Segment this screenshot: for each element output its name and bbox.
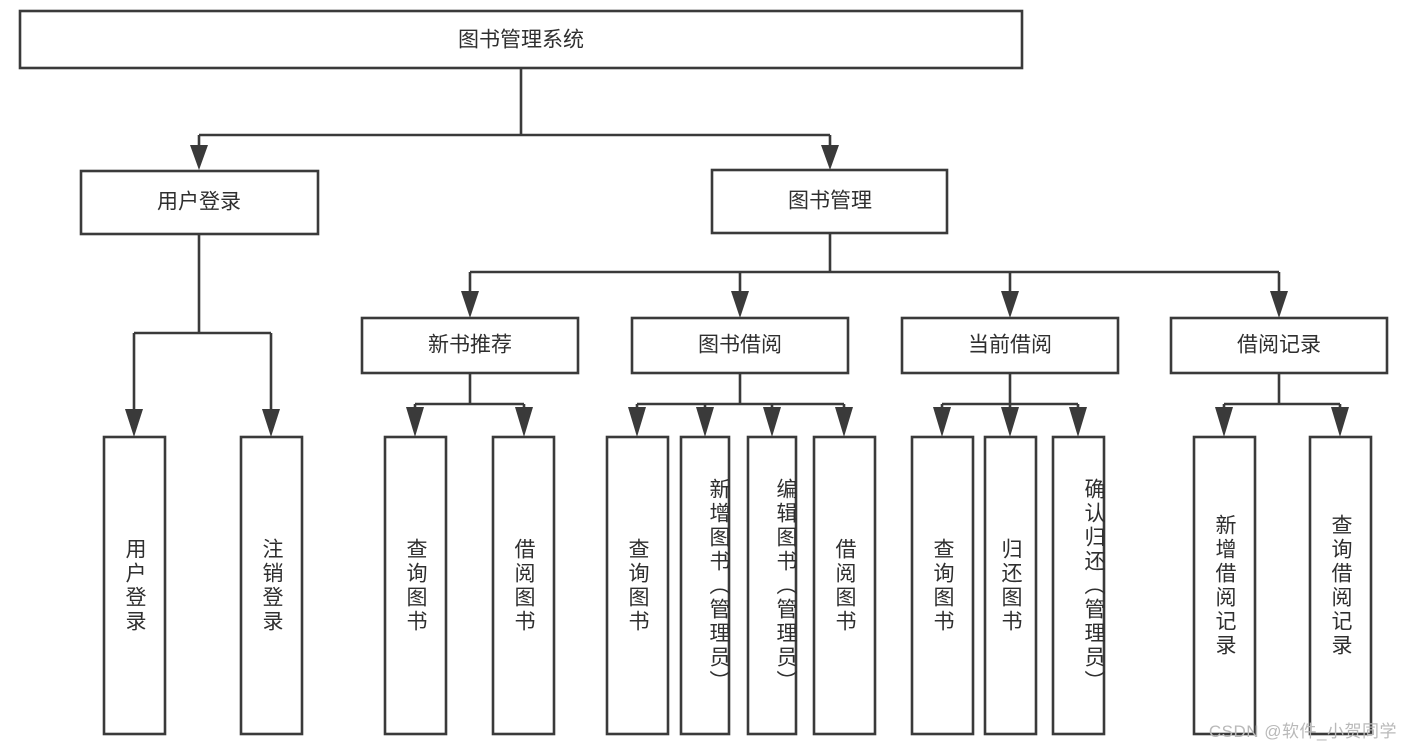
node-root-label: 图书管理系统: [458, 29, 584, 52]
watermark-text: CSDN @软件_小贺同学: [1208, 722, 1397, 741]
arrow-to-book-borrow: [731, 291, 749, 318]
arrow-to-leaf-rec-borrow: [515, 407, 533, 437]
node-leaf-cb-confirm[interactable]: [1051, 435, 1106, 736]
arrow-to-leaf-bb-edit: [763, 407, 781, 437]
arrow-to-leaf-cb-query: [933, 407, 951, 437]
arrow-to-borrow-record: [1270, 291, 1288, 318]
connector-group-new-book-rec: [406, 373, 533, 437]
arrow-to-new-book-rec: [461, 291, 479, 318]
connector-group-root: [190, 68, 839, 170]
arrow-to-leaf-br-add: [1215, 407, 1233, 437]
node-user-login[interactable]: [79, 169, 320, 236]
node-book-manage-label: 图书管理: [788, 190, 872, 213]
connector-group-user-login: [125, 234, 280, 437]
node-current-borrow-label: 当前借阅: [968, 334, 1052, 357]
arrow-to-current-borrow: [1001, 291, 1019, 318]
arrow-to-leaf-rec-query: [406, 407, 424, 437]
node-leaf-bb-edit[interactable]: [746, 435, 798, 736]
arrow-to-leaf-cb-return: [1001, 407, 1019, 437]
node-current-borrow[interactable]: [900, 316, 1120, 375]
node-new-book-rec[interactable]: [360, 316, 580, 375]
node-leaf-br-query[interactable]: [1308, 435, 1373, 736]
node-root[interactable]: [18, 9, 1024, 70]
connector-group-current-borrow: [933, 373, 1087, 437]
node-leaf-user-login[interactable]: [102, 435, 167, 736]
node-leaf-bb-add[interactable]: [679, 435, 731, 736]
arrow-to-leaf-bb-borrow: [835, 407, 853, 437]
connector-group-borrow-record: [1215, 373, 1349, 437]
node-leaf-bb-query[interactable]: [605, 435, 670, 736]
node-leaf-cb-return[interactable]: [983, 435, 1038, 736]
node-new-book-rec-label: 新书推荐: [428, 334, 512, 357]
node-borrow-record[interactable]: [1169, 316, 1389, 375]
node-leaf-br-add[interactable]: [1192, 435, 1257, 736]
arrow-to-leaf-user-login: [125, 409, 143, 437]
arrow-to-user-login: [190, 145, 208, 170]
node-leaf-bb-borrow[interactable]: [812, 435, 877, 736]
arrow-to-leaf-br-query: [1331, 407, 1349, 437]
arrow-to-leaf-bb-query: [628, 407, 646, 437]
node-leaf-cb-query[interactable]: [910, 435, 975, 736]
arrow-to-leaf-cb-confirm: [1069, 407, 1087, 437]
node-book-borrow-label: 图书借阅: [698, 334, 782, 357]
node-leaf-rec-query[interactable]: [383, 435, 448, 736]
arrow-to-leaf-bb-add: [696, 407, 714, 437]
node-book-manage[interactable]: [710, 168, 949, 235]
node-book-borrow[interactable]: [630, 316, 850, 375]
arrow-to-book-manage: [821, 145, 839, 170]
connector-group-book-borrow: [628, 373, 853, 437]
node-user-login-label: 用户登录: [157, 191, 241, 214]
node-borrow-record-label: 借阅记录: [1237, 334, 1321, 357]
node-leaf-rec-borrow[interactable]: [491, 435, 556, 736]
node-leaf-logout[interactable]: [239, 435, 304, 736]
connector-group-book-manage: [461, 233, 1288, 318]
arrow-to-leaf-logout: [262, 409, 280, 437]
